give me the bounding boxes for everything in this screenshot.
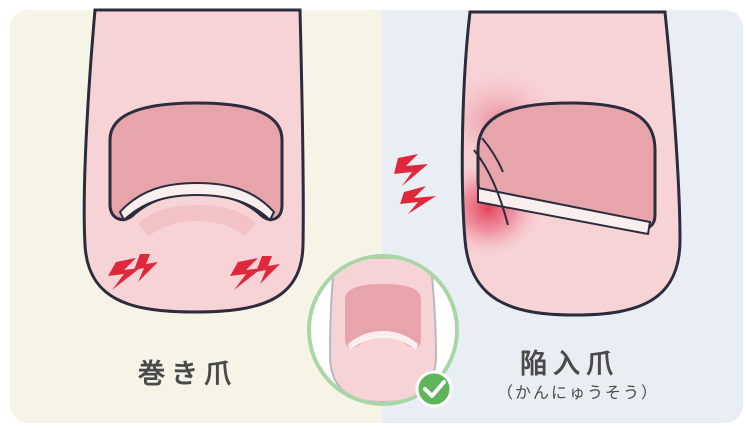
checkmark-icon bbox=[417, 372, 451, 406]
right-finger bbox=[430, 12, 680, 315]
healthy-nail-circle bbox=[309, 256, 457, 406]
ingrown-nail-label: 陥入爪 bbox=[520, 342, 619, 381]
lightning-bolt-icon bbox=[394, 154, 436, 214]
curved-nail-label: 巻き爪 bbox=[138, 352, 237, 391]
ingrown-nail-reading: （かんにゅうそう） bbox=[497, 379, 659, 403]
